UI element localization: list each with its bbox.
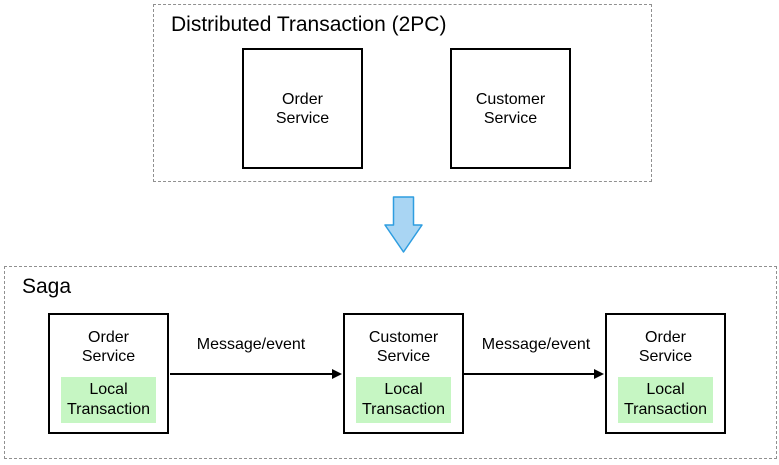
local-transaction-box: Local Transaction [61,377,156,423]
node-order-service-saga-1: Order Service Local Transaction [48,313,169,434]
node-order-service-saga-2: Order Service Local Transaction [605,313,726,434]
edge-arrow-2 [463,369,604,379]
node-customer-service-2pc: Customer Service [450,48,571,169]
node-label: Customer Service [475,90,546,127]
group-distributed-transaction-2pc: Distributed Transaction (2PC) Order Serv… [153,4,652,182]
edge-arrow-1 [170,369,342,379]
down-arrow-icon [384,196,423,253]
node-customer-service-saga: Customer Service Local Transaction [343,313,464,434]
local-transaction-box: Local Transaction [618,377,713,423]
local-transaction-box: Local Transaction [356,377,451,423]
node-order-service-2pc: Order Service [242,48,363,169]
group-title-saga: Saga [22,275,72,298]
node-label: Order Service [638,329,693,365]
node-label: Order Service [275,90,330,127]
edge-label-message-event-1: Message/event [196,336,306,353]
edge-label-message-event-2: Message/event [481,336,591,353]
node-label: Customer Service [368,329,439,365]
group-saga: Saga Order Service Local Transaction Mes… [4,266,777,459]
group-title-2pc: Distributed Transaction (2PC) [171,13,447,36]
node-label: Order Service [81,329,136,365]
